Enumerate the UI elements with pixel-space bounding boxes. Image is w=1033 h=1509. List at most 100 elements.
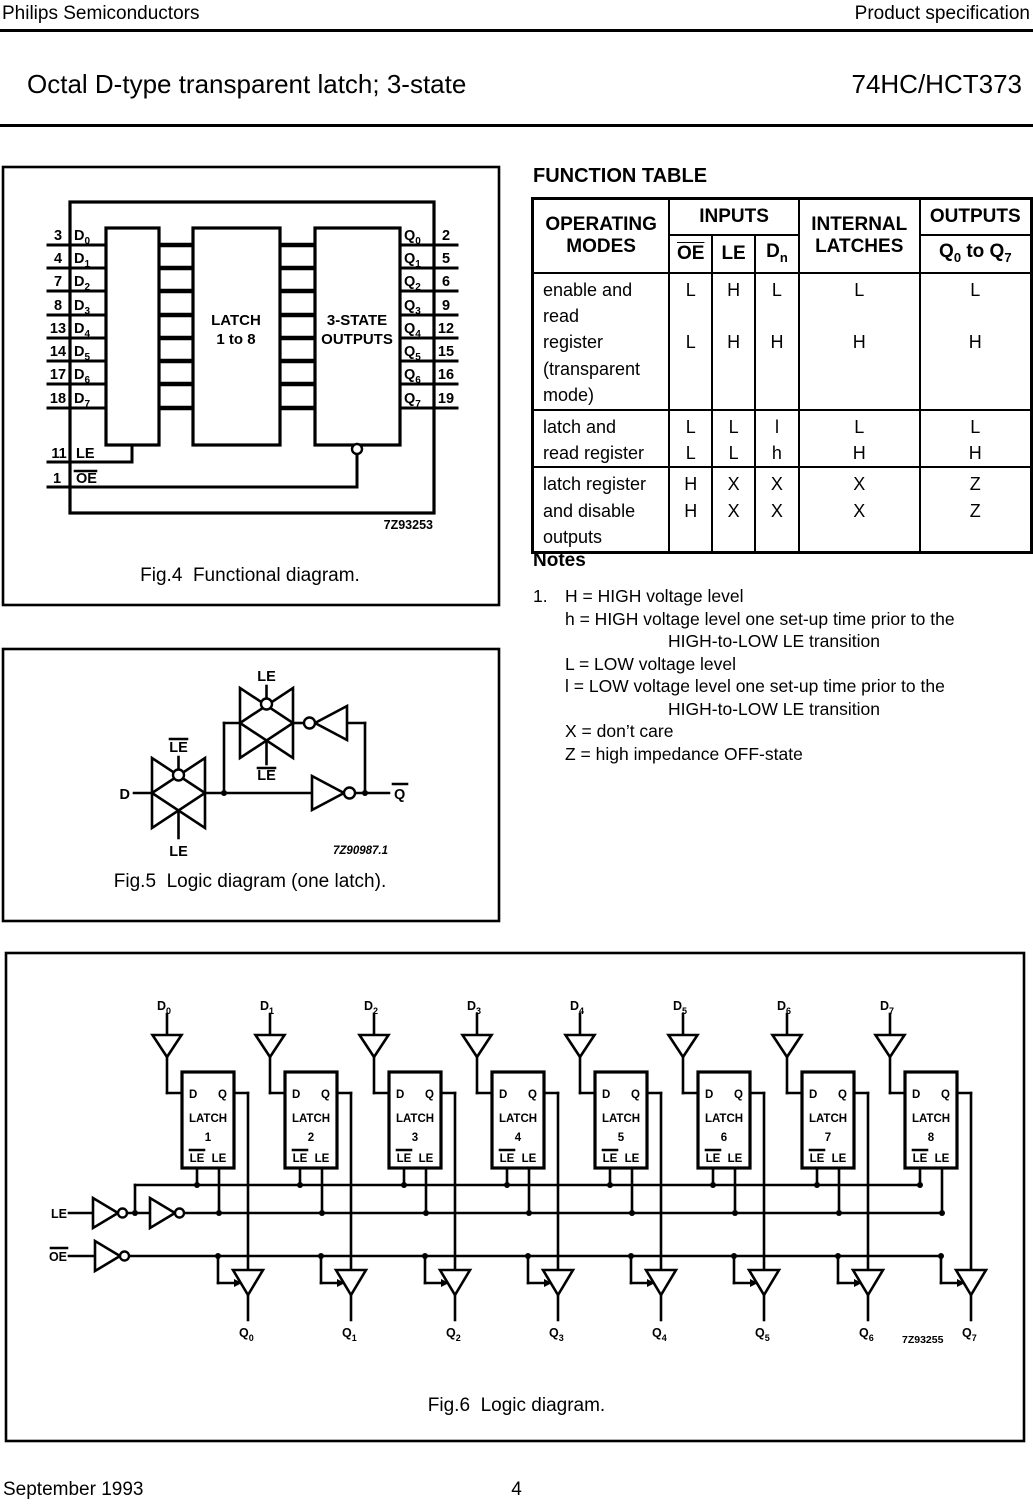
fig5-code: 7Z90987.1 — [333, 845, 388, 857]
fig4-le-pin: 11 LE — [46, 443, 134, 464]
note-line: H = HIGH voltage level — [565, 586, 744, 606]
fig6-caption: Fig.6 Logic diagram. — [427, 1395, 606, 1416]
tristate-block-label: OUTPUTS — [321, 331, 393, 348]
pin-d-label: D — [292, 1089, 300, 1101]
junction-dot — [318, 1253, 324, 1259]
oe-input-label: OE — [49, 1250, 67, 1264]
d-input-label: D2 — [364, 999, 378, 1016]
notes-section: Notes 1. H = HIGH voltage level h = HIGH… — [533, 550, 955, 765]
q0-sub: 0 — [953, 249, 962, 265]
input-buffer — [666, 1033, 700, 1060]
oe-overline-label: OE — [676, 242, 705, 264]
outputs-cell: Z Z — [918, 466, 1033, 554]
d-input-label: D4 — [570, 999, 584, 1016]
q-output-label: Q2 — [446, 1326, 461, 1343]
input-buffer — [460, 1033, 494, 1060]
pin-d-label: D — [602, 1089, 610, 1101]
latch-8: D Q LATCH 8 LE LE D7 — [873, 999, 989, 1343]
latch-5: D Q LATCH 5 LE LE D4 — [563, 999, 679, 1343]
fig5-wires — [132, 721, 391, 796]
pin-d-label: D — [809, 1089, 817, 1101]
pin-number: 2 — [442, 228, 450, 244]
note-line: h = HIGH voltage level one set-up time p… — [565, 608, 955, 629]
oe-input: OE — [49, 1238, 131, 1274]
fig4-row-d1: 4 D1 Q1 5 — [46, 251, 459, 271]
le-inverter-1 — [91, 1195, 121, 1231]
inverter-bubble — [173, 1207, 186, 1219]
latch-number: 6 — [721, 1132, 727, 1144]
pin-q-label: Q — [218, 1089, 227, 1101]
pin-number: 5 — [442, 251, 450, 267]
fig4-code: 7Z93253 — [384, 518, 433, 532]
col-dn: Dn — [754, 233, 800, 274]
pin-le-label: LE — [728, 1153, 743, 1165]
oe-cell: L L — [668, 408, 714, 469]
fig5-logic-diagram: LE LE LE LE — [1, 647, 501, 923]
latch-4-wires — [475, 1012, 560, 1322]
tristate-enable-bubble — [350, 442, 364, 456]
fig4-oe-pin: 1 OE — [46, 442, 364, 489]
junction-dot — [628, 1253, 634, 1259]
le-cell: X X — [711, 466, 757, 554]
q-output-label: Q4 — [652, 1326, 667, 1343]
pin-le-bar-label: LE — [190, 1153, 205, 1165]
note-line: X = don’t care — [565, 721, 674, 741]
d-input-label: D5 — [673, 999, 687, 1016]
oe-cell: H H — [668, 466, 714, 554]
outputs-cell: L H — [918, 271, 1033, 411]
q-output-label: Q7 — [962, 1326, 977, 1343]
fig4-row-d7: 18 D7 Q7 19 — [46, 391, 459, 411]
pin-number: 12 — [438, 321, 454, 337]
dn-base: D — [766, 241, 780, 263]
col-outputs: OUTPUTS — [918, 197, 1033, 236]
enable-arrow — [647, 1279, 655, 1287]
footer-date: September 1993 — [3, 1479, 144, 1500]
latches-cell: X X — [797, 466, 921, 554]
transmission-gate-feedback: LE LE — [237, 669, 296, 784]
pin-number: 19 — [438, 391, 454, 407]
latch-box — [800, 1070, 856, 1170]
note-line: HIGH-to-LOW LE transition — [668, 631, 880, 651]
junction-dot — [401, 1182, 407, 1188]
le-inverter-2 — [148, 1195, 178, 1231]
transmission-gate-input: LE LE — [149, 737, 208, 860]
brand-name: Philips Semiconductors — [2, 3, 200, 24]
pin-le-label: LE — [419, 1153, 434, 1165]
latch-label: LATCH — [809, 1113, 847, 1125]
oe-label: OE — [76, 471, 97, 487]
d-input-label: D6 — [777, 999, 791, 1016]
latch-number: 1 — [205, 1132, 212, 1144]
latch-block-label: LATCH — [211, 312, 261, 329]
latch-label: LATCH — [189, 1113, 227, 1125]
pin-le-bar-label: LE — [397, 1153, 412, 1165]
junction-dot — [194, 1182, 200, 1188]
latch-box — [903, 1070, 959, 1170]
junction-dot — [215, 1253, 221, 1259]
junction-dot — [732, 1210, 738, 1216]
latch-6-wires — [681, 1012, 766, 1322]
fig4-caption: Fig.4 Functional diagram. — [140, 565, 360, 586]
le-label: LE — [257, 669, 276, 685]
enable-arrow — [957, 1279, 965, 1287]
oe-cell: L L — [668, 271, 714, 411]
latch-number: 7 — [825, 1132, 831, 1144]
col-operating-modes: OPERATING MODES — [531, 197, 671, 274]
pin-number: 14 — [50, 344, 66, 360]
q-label: Q5 — [404, 344, 421, 363]
latches-cell: L H — [797, 408, 921, 469]
junction-dot — [423, 1210, 429, 1216]
part-number: 74HC/HCT373 — [851, 69, 1022, 99]
tristate-block-label: 3-STATE — [327, 312, 387, 329]
latch-7: D Q LATCH 7 LE LE D6 — [770, 999, 886, 1343]
q-label: Q3 — [404, 298, 421, 317]
d-input-label: D — [120, 787, 130, 803]
pin-number: 15 — [438, 344, 454, 360]
table-row: latch register and disable outputs H H X… — [531, 466, 1033, 554]
q-to: to — [961, 241, 990, 263]
dn-cell: L H — [754, 271, 800, 411]
input-buffer — [873, 1033, 907, 1060]
junction-dot — [710, 1182, 716, 1188]
latch-label: LATCH — [292, 1113, 330, 1125]
latch-box — [593, 1070, 649, 1170]
d-label: D3 — [74, 298, 90, 317]
